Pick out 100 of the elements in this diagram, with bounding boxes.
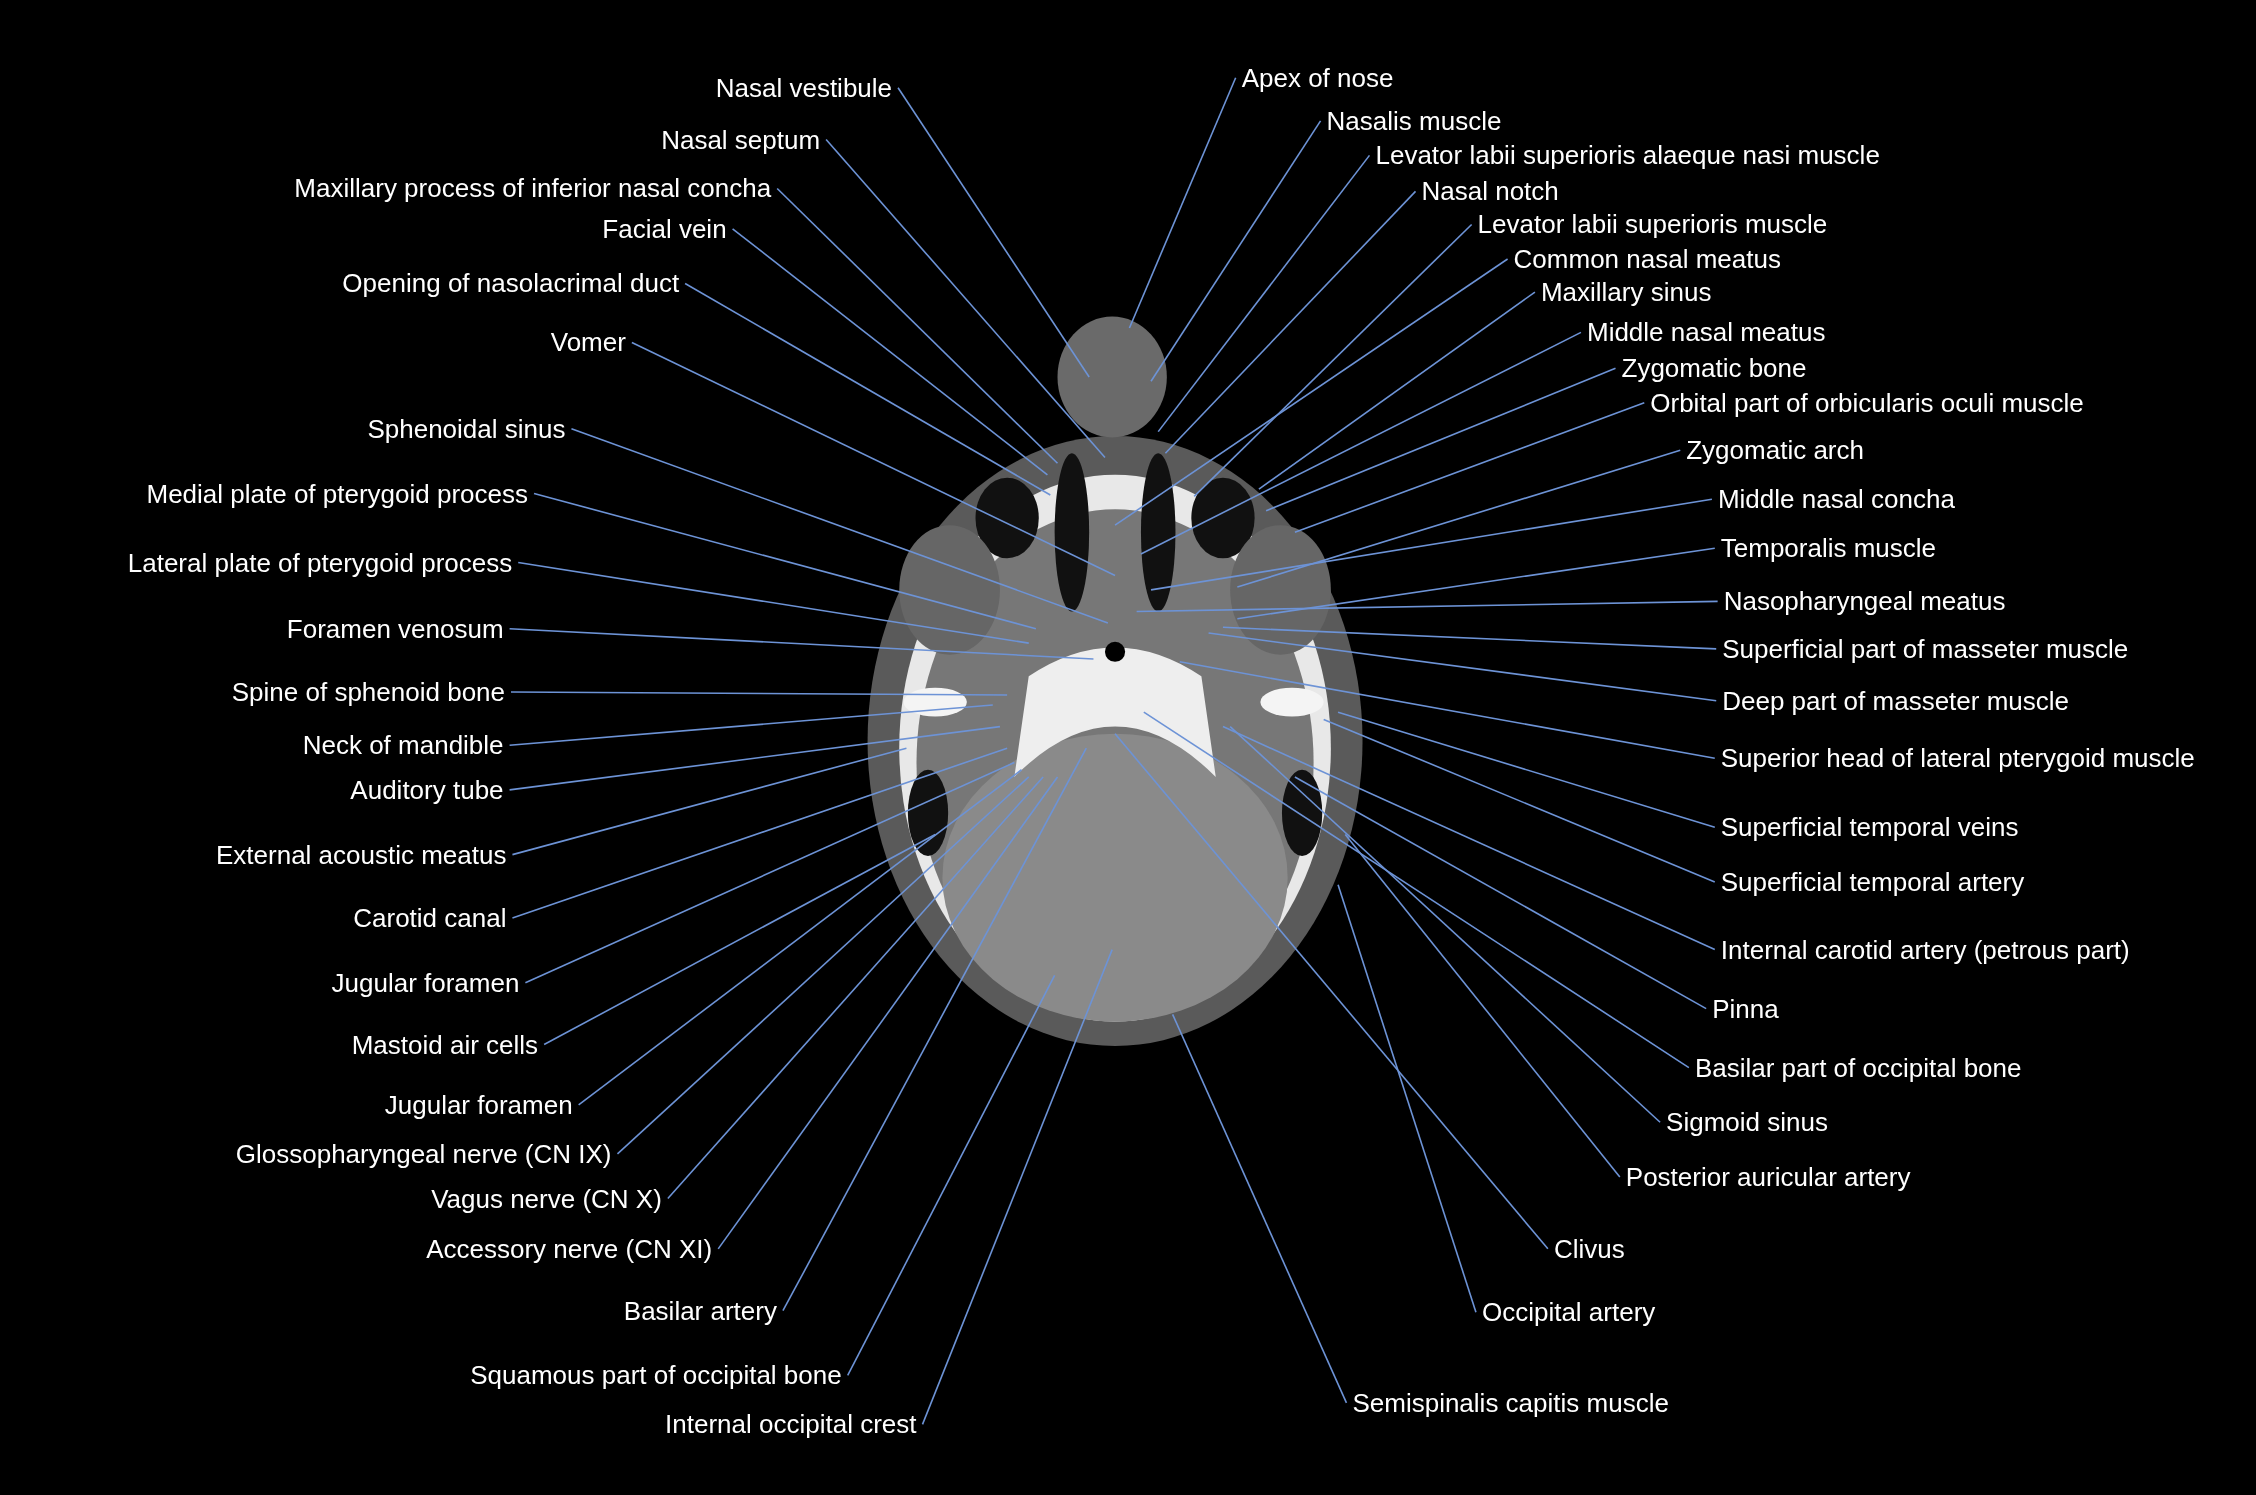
leader-line: [1193, 223, 1473, 498]
leader-line: [1164, 190, 1417, 454]
leader-line: [1135, 600, 1719, 613]
structure-label: Deep part of masseter muscle: [1722, 685, 2069, 716]
structure-label: Basilar artery: [623, 1295, 777, 1326]
structure-label: Sigmoid sinus: [1666, 1107, 1828, 1138]
structure-label: Basilar part of occipital bone: [1694, 1052, 2022, 1083]
leader-line: [510, 691, 1008, 696]
leader-line: [1222, 626, 1717, 650]
leader-line: [1265, 367, 1617, 512]
leader-line: [508, 627, 1095, 660]
structure-label: Internal occipital crest: [665, 1409, 917, 1440]
structure-label: Nasalis muscle: [1326, 105, 1502, 136]
leader-line: [897, 86, 1090, 378]
leader-line: [1157, 154, 1371, 433]
leader-line: [684, 282, 1052, 496]
leader-line: [921, 948, 1113, 1426]
leader-line: [1114, 733, 1549, 1250]
leader-line: [1114, 258, 1509, 526]
structure-label: Nasal vestibule: [715, 72, 893, 103]
leader-line: [631, 341, 1116, 577]
leader-line: [1337, 711, 1716, 829]
leader-line: [1344, 833, 1621, 1178]
leader-line: [508, 725, 1001, 791]
structure-label: Opening of nasolacrimal duct: [342, 268, 680, 299]
structure-label: Clivus: [1553, 1233, 1625, 1264]
leader-line: [776, 187, 1059, 465]
structure-label: Lateral plate of pterygoid process: [127, 547, 513, 578]
leader-line: [543, 833, 936, 1046]
leader-line: [1337, 884, 1477, 1313]
leader-line: [846, 974, 1056, 1377]
structure-label: Nasal septum: [661, 124, 821, 155]
structure-label: Superior head of lateral pterygoid muscle: [1720, 743, 2195, 774]
structure-label: Orbital part of orbicularis oculi muscle: [1650, 387, 2084, 418]
structure-label: Jugular foramen: [331, 967, 520, 998]
structure-label: Posterior auricular artery: [1625, 1161, 1911, 1192]
structure-label: Mastoid air cells: [351, 1029, 539, 1060]
leader-line: [1171, 1013, 1348, 1404]
structure-label: Superficial temporal veins: [1720, 812, 2019, 843]
structure-label: Occipital artery: [1481, 1297, 1656, 1328]
leader-line: [825, 138, 1106, 459]
structure-label: Vomer: [550, 327, 626, 358]
leader-line: [782, 747, 1088, 1312]
structure-label: Apex of nose: [1241, 62, 1394, 93]
structure-label: Vagus nerve (CN X): [431, 1183, 662, 1214]
structure-label: Spine of sphenoid bone: [231, 677, 505, 708]
leader-line: [511, 747, 1008, 919]
structure-label: Neck of mandible: [302, 730, 504, 761]
structure-label: Zygomatic arch: [1686, 435, 1864, 466]
structure-label: Maxillary sinus: [1540, 277, 1712, 308]
structure-label: Medial plate of pterygoid process: [146, 478, 529, 509]
leader-line: [1236, 547, 1716, 620]
leader-line: [1294, 776, 1707, 1010]
leader-line: [717, 776, 1059, 1250]
leader-line: [1179, 661, 1716, 760]
structure-label: Squamous part of occipital bone: [470, 1360, 842, 1391]
leader-line: [616, 776, 1030, 1155]
structure-label: Semispinalis capitis muscle: [1352, 1387, 1669, 1418]
leader-line: [570, 427, 1109, 624]
leader-line: [524, 761, 1016, 984]
leader-line: [511, 747, 908, 856]
leader-line: [1294, 402, 1646, 534]
leader-line: [1143, 711, 1690, 1069]
leader-line: [1207, 632, 1717, 702]
leader-line: [1128, 76, 1237, 329]
structure-label: External acoustic meatus: [216, 839, 507, 870]
structure-label: Internal carotid artery (petrous part): [1720, 934, 2130, 965]
structure-label: Foramen venosum: [286, 613, 504, 644]
leader-line: [533, 492, 1037, 630]
leader-line: [1258, 291, 1536, 490]
structure-label: Middle nasal meatus: [1586, 317, 1826, 348]
structure-label: Common nasal meatus: [1513, 243, 1781, 274]
leader-line: [1150, 120, 1322, 383]
structure-label: Maxillary process of inferior nasal concha: [294, 173, 772, 204]
structure-label: Nasopharyngeal meatus: [1723, 586, 2006, 617]
leader-line: [1140, 331, 1582, 555]
structure-label: Auditory tube: [350, 774, 504, 805]
leader-line: [508, 704, 994, 747]
structure-label: Middle nasal concha: [1717, 484, 1955, 515]
structure-label: Accessory nerve (CN XI): [426, 1233, 713, 1264]
structure-label: Zygomatic bone: [1621, 353, 1807, 384]
structure-label: Superficial temporal artery: [1720, 866, 2025, 897]
leader-line: [1150, 498, 1713, 591]
leader-line: [1236, 449, 1682, 588]
structure-label: Temporalis muscle: [1720, 533, 1937, 564]
structure-label: Superficial part of masseter muscle: [1722, 633, 2129, 664]
leader-line: [1222, 725, 1716, 951]
leader-line: [577, 768, 1023, 1106]
leader-line: [1229, 725, 1661, 1124]
structure-label: Facial vein: [602, 213, 727, 244]
structure-label: Jugular foramen: [384, 1089, 573, 1120]
structure-label: Pinna: [1712, 993, 1779, 1024]
leader-line: [517, 561, 1030, 644]
structure-label: Levator labii superioris muscle: [1477, 209, 1828, 240]
structure-label: Nasal notch: [1421, 176, 1559, 207]
structure-label: Sphenoidal sinus: [367, 413, 566, 444]
leader-line: [1322, 718, 1716, 883]
structure-label: Carotid canal: [353, 902, 507, 933]
structure-label: Levator labii superioris alaeque nasi muscle: [1375, 140, 1880, 171]
leader-line: [667, 776, 1044, 1200]
